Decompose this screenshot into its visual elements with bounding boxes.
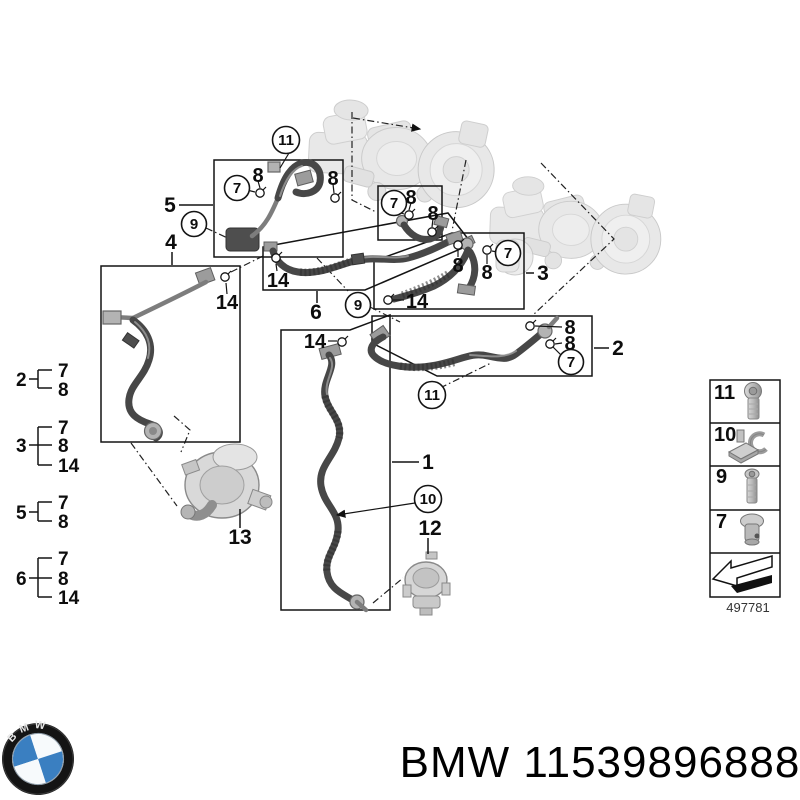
legend-item-7: 7 (716, 511, 727, 533)
svg-text:7: 7 (390, 195, 398, 212)
screw-icon (744, 468, 760, 504)
locator-leader-lines (130, 112, 615, 604)
hose-assembly-6 (263, 230, 464, 277)
electric-water-pump-13 (180, 443, 273, 521)
box-assembly-4 (100, 265, 241, 443)
clamp-rings (220, 186, 557, 349)
legend-item-11: 11 (714, 382, 735, 404)
circled-callout-10: 10 (413, 484, 443, 514)
callout-5: 5 (164, 194, 176, 217)
svg-text:7: 7 (58, 418, 69, 439)
svg-text:2: 2 (16, 370, 27, 391)
svg-text:7: 7 (567, 354, 575, 371)
circled-callout-7: 7 (223, 174, 251, 202)
retaining-clip-icon (727, 429, 768, 464)
bmw-roundel-logo: BMW (2, 714, 74, 795)
bracket-group-5: 5 7 8 (16, 493, 69, 533)
legend-item-9: 9 (716, 466, 727, 488)
svg-text:6: 6 (16, 569, 27, 590)
svg-text:11: 11 (278, 132, 294, 149)
callout-8: 8 (405, 187, 416, 209)
diagram-number: 497781 (726, 600, 769, 615)
sealing-plug-icon (740, 513, 764, 546)
direction-arrow-icon (711, 554, 773, 593)
auxiliary-water-pump-12 (402, 551, 451, 616)
callout-14: 14 (304, 331, 327, 353)
bracket-group-2: 2 7 8 (16, 361, 69, 401)
svg-text:9: 9 (354, 297, 362, 314)
hose-assembly-1 (317, 342, 369, 613)
bracket-groups: 2 7 8 3 7 8 14 5 7 8 6 7 8 14 (16, 361, 80, 609)
hose-assembly-2 (367, 315, 560, 372)
callout-8: 8 (452, 255, 463, 277)
svg-text:7: 7 (58, 361, 69, 382)
circled-callout-7: 7 (380, 189, 408, 217)
hose-assembly-4 (102, 266, 216, 442)
callout-8: 8 (327, 168, 338, 190)
callout-13: 13 (228, 526, 251, 549)
svg-text:7: 7 (58, 493, 69, 514)
svg-text:14: 14 (58, 588, 80, 609)
svg-text:8: 8 (58, 380, 69, 401)
callout-14: 14 (406, 291, 429, 313)
legend-item-10: 10 (714, 424, 736, 446)
circled-callout-9: 9 (180, 210, 208, 238)
callout-12: 12 (418, 517, 441, 540)
plain-callouts: 5 4 6 1 2 3 13 12 8 8 8 8 8 8 8 8 14 14 … (164, 165, 624, 549)
svg-text:7: 7 (504, 245, 512, 262)
callout-6: 6 (310, 301, 322, 324)
box-assembly-2 (371, 315, 593, 377)
circled-callouts: 11 7 9 7 7 9 7 11 10 (180, 125, 585, 514)
callout-1: 1 (422, 451, 434, 474)
socket-head-screw-icon (744, 382, 762, 420)
part-number-title: BMW 11539896888 (400, 738, 800, 787)
svg-text:8: 8 (58, 436, 69, 457)
callout-14: 14 (216, 292, 239, 314)
svg-text:8: 8 (58, 512, 69, 533)
circled-callout-7: 7 (557, 348, 585, 376)
hose-assembly-5 (225, 158, 324, 252)
callout-4: 4 (165, 231, 177, 254)
box-assembly-6 (262, 212, 474, 291)
svg-text:10: 10 (420, 491, 437, 508)
hardware-legend: 11 10 9 7 (709, 379, 781, 615)
callout-8: 8 (564, 333, 575, 355)
svg-text:7: 7 (58, 549, 69, 570)
svg-text:5: 5 (16, 503, 27, 524)
callout-8: 8 (481, 262, 492, 284)
circled-callout-9: 9 (344, 291, 372, 319)
callout-3: 3 (537, 262, 549, 285)
circled-callout-11: 11 (271, 125, 301, 155)
bracket-group-3: 3 7 8 14 (16, 418, 80, 477)
bracket-group-6: 6 7 8 14 (16, 549, 80, 609)
hose-assembly-3 (390, 234, 479, 303)
callout-8: 8 (427, 203, 438, 225)
svg-text:11: 11 (424, 387, 440, 404)
circled-callout-7: 7 (494, 239, 522, 267)
callout-2: 2 (612, 337, 624, 360)
box-assembly-3b (377, 185, 443, 241)
svg-text:14: 14 (58, 456, 80, 477)
hose-assembly-3b (395, 214, 450, 243)
legend-box (709, 379, 781, 598)
box-assembly-1 (280, 313, 391, 611)
svg-text:9: 9 (190, 216, 198, 233)
svg-text:8: 8 (58, 569, 69, 590)
circled-callout-11: 11 (417, 380, 447, 410)
svg-text:3: 3 (16, 436, 27, 457)
callout-8: 8 (252, 165, 263, 187)
svg-text:7: 7 (233, 180, 241, 197)
clamp-ring-symbols (220, 186, 557, 349)
callout-8: 8 (564, 317, 575, 339)
callout-14: 14 (267, 270, 290, 292)
